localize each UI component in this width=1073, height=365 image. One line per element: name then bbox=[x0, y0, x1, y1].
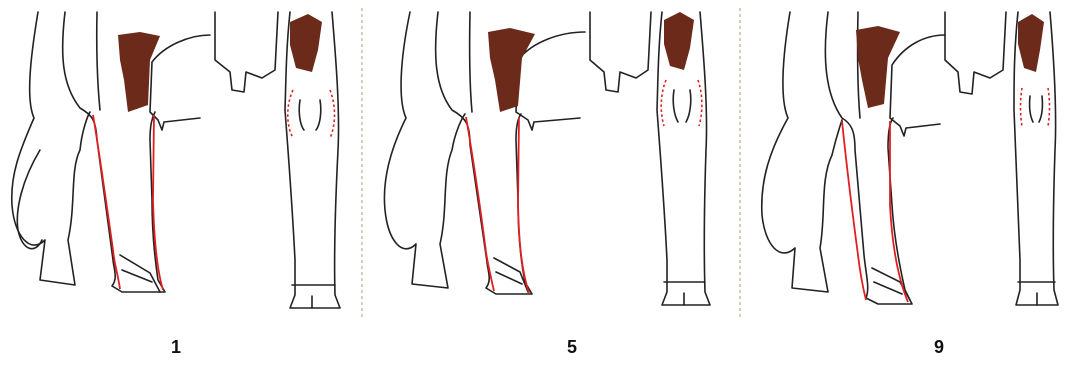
panel-1-rear-view bbox=[215, 12, 340, 308]
panel-5-side-view bbox=[384, 12, 585, 294]
score-label-5: 5 bbox=[552, 337, 592, 358]
colored-patch bbox=[856, 26, 900, 108]
score-label-1: 1 bbox=[156, 337, 196, 358]
colored-patch bbox=[290, 14, 322, 72]
colored-patch bbox=[488, 28, 535, 112]
panel-9-rear-view bbox=[945, 12, 1058, 305]
panel-1-side-view bbox=[12, 12, 210, 292]
panel-9-side-view bbox=[762, 12, 945, 304]
colored-patch bbox=[664, 12, 694, 70]
score-label-9: 9 bbox=[919, 337, 959, 358]
colored-patch bbox=[1018, 14, 1044, 72]
colored-patch bbox=[118, 32, 160, 112]
panel-5-rear-view bbox=[590, 12, 710, 305]
